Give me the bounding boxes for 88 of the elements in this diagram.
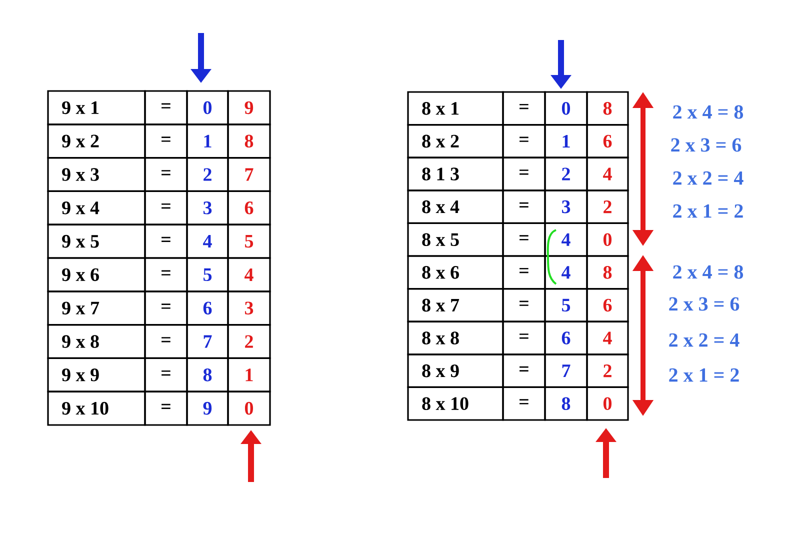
table-cell: 0: [544, 91, 588, 126]
table-cell: 9: [186, 390, 229, 426]
table-cell: 4: [186, 224, 229, 259]
table-cell: 1: [186, 124, 229, 159]
table-cell: =: [144, 190, 188, 226]
table-cell: =: [144, 224, 188, 259]
equation-text: 2 x 4 = 8: [673, 105, 744, 119]
table-cell: 2: [544, 156, 588, 192]
table-cell: 9: [227, 90, 271, 126]
table-cell: 6: [544, 320, 588, 356]
table-cell: 3: [186, 190, 229, 226]
table-cell: 2: [227, 324, 271, 359]
equation-text: 2 x 1 = 2: [669, 368, 739, 382]
table-cell: 2: [186, 157, 229, 192]
equation-text: 2 x 2 = 4: [669, 333, 740, 347]
table-cell: =: [144, 357, 188, 392]
table-cell: 6: [227, 190, 271, 226]
table-cell: 9 x 8: [47, 324, 146, 359]
equation-text: 2 x 3 = 6: [669, 297, 740, 311]
table-cell: 9 x 2: [47, 124, 146, 159]
table-cell: 8 x 7: [407, 288, 504, 322]
table-cell: =: [502, 320, 546, 356]
table-cell: 3: [544, 190, 588, 224]
table-cell: 8 x 10: [407, 386, 504, 421]
table-cell: 8 x 8: [407, 320, 504, 356]
table-cell: 9 x 9: [47, 357, 146, 392]
table-cell: =: [502, 190, 546, 224]
table-cell: 6: [186, 290, 229, 326]
table-cell: 6: [586, 288, 629, 322]
table-cell: =: [502, 354, 546, 388]
equation-text: 2 x 1 = 2: [673, 204, 743, 218]
table-cell: =: [144, 390, 188, 426]
table-cell: =: [502, 91, 546, 126]
table-cell: 8 1 3: [407, 156, 504, 192]
equation-text: 2 x 4 = 8: [673, 265, 744, 279]
table-cell: =: [502, 156, 546, 192]
table-cell: 9 x 5: [47, 224, 146, 259]
table-cell: =: [144, 324, 188, 359]
table-cell: =: [144, 157, 188, 192]
table-cell: 3: [227, 290, 271, 326]
table-cell: =: [502, 386, 546, 421]
table-cell: 9 x 7: [47, 290, 146, 326]
table-cell: 9 x 1: [47, 90, 146, 126]
equation-text: 2 x 3 = 6: [671, 138, 742, 152]
table-cell: 8: [544, 386, 588, 421]
table-cell: 9 x 4: [47, 190, 146, 226]
table-cell: 4: [544, 255, 588, 290]
table-cell: 8 x 9: [407, 354, 504, 388]
table-cell: 7: [544, 354, 588, 388]
table-cell: 8 x 1: [407, 91, 504, 126]
table-cell: =: [502, 222, 546, 257]
table-cell: 9 x 6: [47, 257, 146, 292]
table-cell: 8 x 6: [407, 255, 504, 290]
equation-text: 2 x 2 = 4: [673, 171, 744, 185]
table-cell: 4: [227, 257, 271, 292]
table-cell: =: [144, 124, 188, 159]
table-cell: 2: [586, 190, 629, 224]
table-cell: 4: [586, 320, 629, 356]
table-cell: 8 x 5: [407, 222, 504, 257]
table-cell: =: [144, 90, 188, 126]
table-cell: 0: [186, 90, 229, 126]
table-cell: 2: [586, 354, 629, 388]
table-cell: 0: [227, 390, 271, 426]
table-cell: =: [502, 124, 546, 158]
table-cell: 8: [186, 357, 229, 392]
table-cell: 0: [586, 386, 629, 421]
table-cell: 7: [227, 157, 271, 192]
table-cell: =: [144, 257, 188, 292]
table-cell: 4: [544, 222, 588, 257]
table-cell: 1: [544, 124, 588, 158]
table-cell: 0: [586, 222, 629, 257]
table-cell: 1: [227, 357, 271, 392]
table-cell: =: [502, 255, 546, 290]
table-cell: 8: [586, 91, 629, 126]
table-cell: 5: [227, 224, 271, 259]
table-cell: 5: [186, 257, 229, 292]
table-cell: 8: [227, 124, 271, 159]
table-cell: 7: [186, 324, 229, 359]
table-cell: 8 x 4: [407, 190, 504, 224]
table-cell: 8: [586, 255, 629, 290]
table-cell: 6: [586, 124, 629, 158]
table-cell: =: [502, 288, 546, 322]
table-cell: 8 x 2: [407, 124, 504, 158]
table-cell: =: [144, 290, 188, 326]
table-cell: 9 x 10: [47, 390, 146, 426]
table-cell: 9 x 3: [47, 157, 146, 192]
table-cell: 4: [586, 156, 629, 192]
table-cell: 5: [544, 288, 588, 322]
